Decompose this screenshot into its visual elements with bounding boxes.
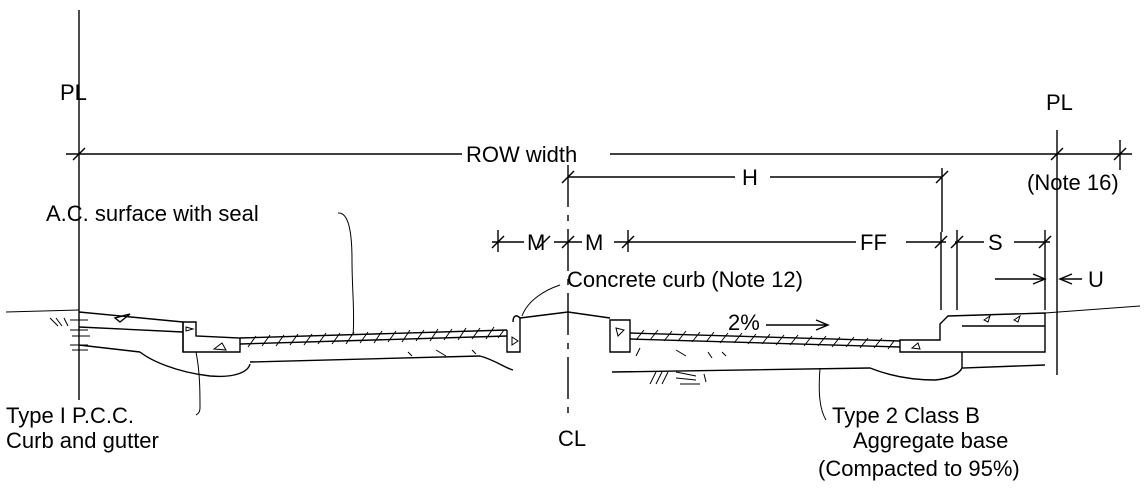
type2-label-line2: Aggregate base <box>853 428 1008 453</box>
m-right-label: M <box>585 230 603 255</box>
row-width-label: ROW width <box>466 142 577 167</box>
leader-lines <box>195 212 830 421</box>
m-left-label: M <box>527 230 545 255</box>
note16-label: (Note 16) <box>1027 170 1119 195</box>
concrete-curb-label: Concrete curb (Note 12) <box>567 267 803 292</box>
type2-label-line3: (Compacted to 95%) <box>818 456 1020 481</box>
right-curb-gutter <box>899 305 1141 368</box>
type1-label-line1: Type I P.C.C. <box>6 403 134 428</box>
h-dimension <box>561 168 949 232</box>
m-ff-s-dimensions <box>491 230 1052 310</box>
property-line-label-right: PL <box>1046 90 1073 115</box>
type2-label-line1: Type 2 Class B <box>832 403 980 428</box>
ac-surface-label: A.C. surface with seal <box>46 201 259 226</box>
h-dimension-label: H <box>742 165 758 190</box>
median-curbs <box>506 311 631 353</box>
property-line-label-left: PL <box>60 80 87 105</box>
left-sidewalk <box>5 309 184 351</box>
row-width-dimension <box>66 147 1132 161</box>
u-dimension-label: U <box>1088 267 1104 292</box>
centerline-label: CL <box>558 426 586 451</box>
type1-label-line2: Curb and gutter <box>6 428 159 453</box>
left-pavement <box>239 326 514 371</box>
left-curb-gutter <box>78 321 251 378</box>
ff-dimension-label: FF <box>860 230 887 255</box>
s-dimension-label: S <box>988 230 1003 255</box>
slope-label: 2% <box>728 310 760 335</box>
u-dimension <box>995 273 1082 285</box>
right-pavement <box>611 329 1046 385</box>
